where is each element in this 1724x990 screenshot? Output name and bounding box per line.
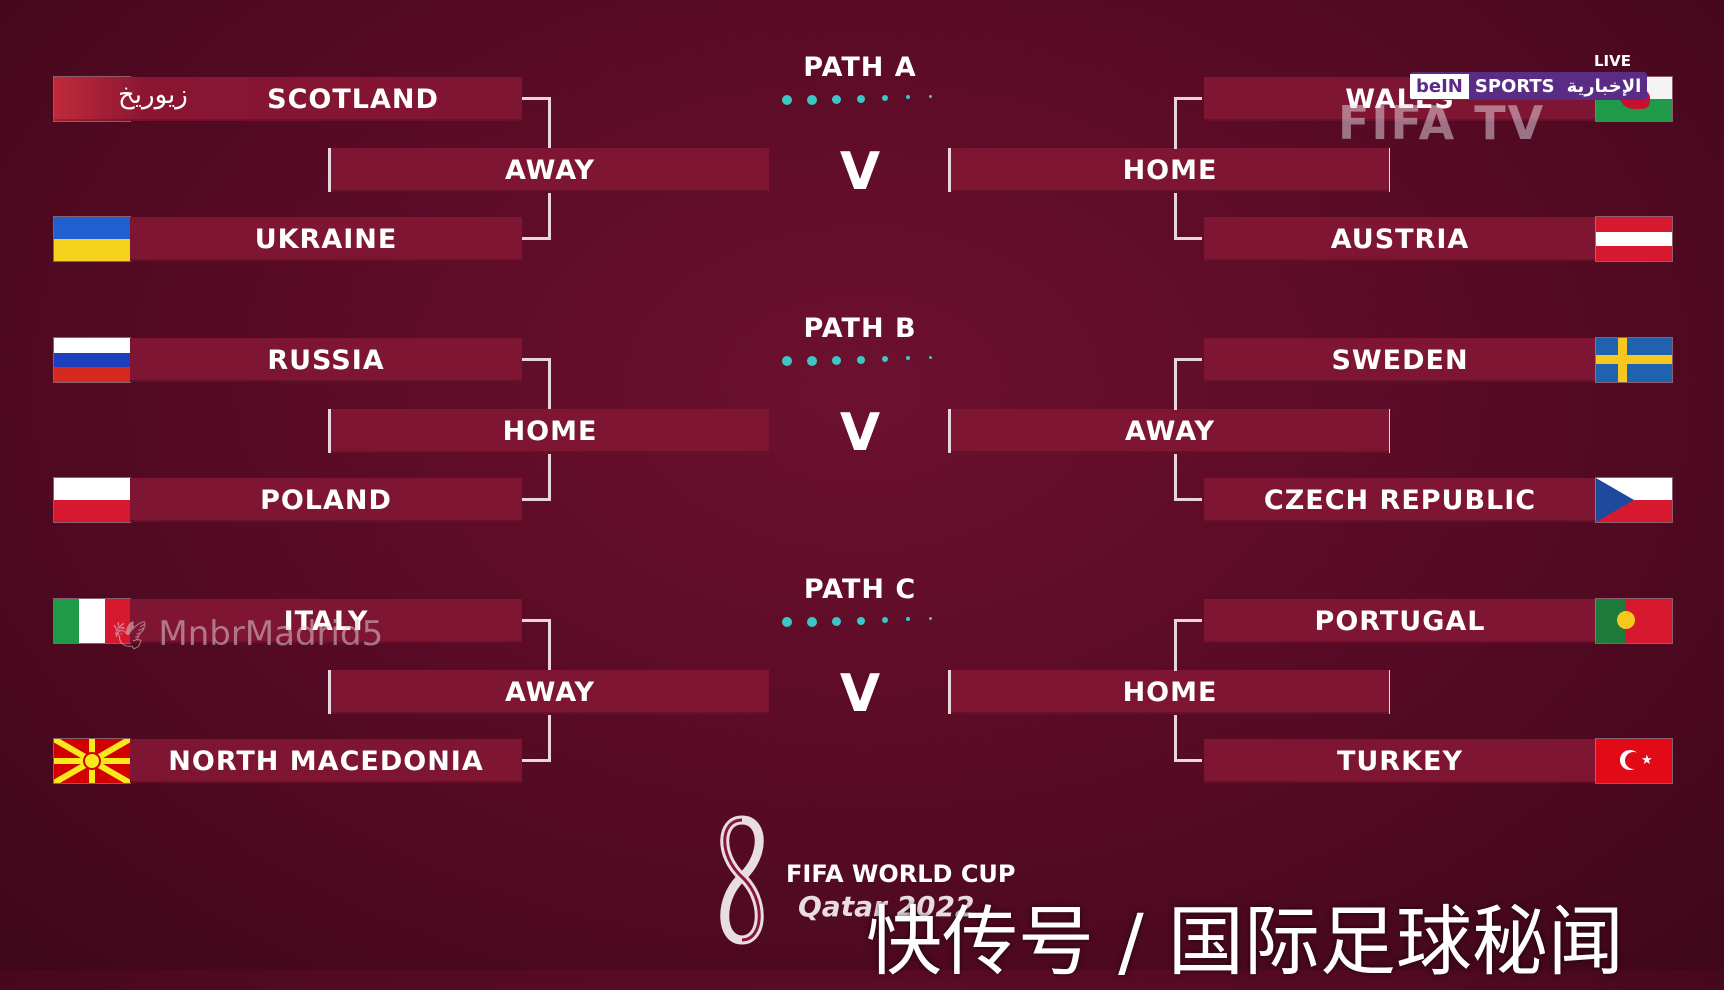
flag-poland bbox=[54, 478, 130, 522]
team-name-poland: POLAND bbox=[260, 484, 392, 516]
zurich-ar-label: زيوريخ bbox=[118, 80, 188, 110]
flag-italy bbox=[54, 599, 130, 643]
flag-czech-republic bbox=[1596, 478, 1672, 522]
team-bar-czech-republic: CZECH REPUBLIC bbox=[1204, 478, 1596, 522]
watermark: 🕊 MnbrMadrid5 bbox=[112, 614, 383, 654]
team-bar-scotland: SCOTLAND bbox=[54, 77, 522, 121]
team-bar-ukraine: UKRAINE bbox=[130, 217, 522, 261]
team-name-czech-republic: CZECH REPUBLIC bbox=[1263, 484, 1537, 516]
world-cup-emblem bbox=[712, 815, 772, 945]
flag-russia bbox=[54, 338, 130, 382]
playoff-bracket: PATH A V SCOTLAND زيوريخ UKRAINE AWAY HO… bbox=[54, 52, 1672, 986]
team-name-portugal: PORTUGAL bbox=[1314, 605, 1486, 637]
team-bar-sweden: SWEDEN bbox=[1204, 338, 1596, 382]
bein-logo-text: beIN bbox=[1410, 73, 1469, 99]
venue-label-path-b-left: HOME bbox=[502, 415, 598, 447]
venue-bar-path-c-left: AWAY bbox=[331, 670, 769, 714]
team-bar-russia: RUSSIA bbox=[130, 338, 522, 382]
venue-bar-path-c-right: HOME bbox=[951, 670, 1389, 714]
team-bar-austria: AUSTRIA bbox=[1204, 217, 1596, 261]
team-name-ukraine: UKRAINE bbox=[254, 223, 398, 255]
team-name-russia: RUSSIA bbox=[267, 344, 385, 376]
venue-label-path-b-right: AWAY bbox=[1124, 415, 1216, 447]
venue-bar-path-a-left: AWAY bbox=[331, 148, 769, 192]
flag-austria bbox=[1596, 217, 1672, 261]
path-b-dots bbox=[782, 356, 932, 366]
team-name-sweden: SWEDEN bbox=[1331, 344, 1469, 376]
venue-bar-path-a-right: HOME bbox=[951, 148, 1389, 192]
watermark-text: MnbrMadrid5 bbox=[158, 614, 384, 654]
fifa-tv-logo: FIFA TV bbox=[1338, 96, 1546, 150]
flag-ukraine bbox=[54, 217, 130, 261]
team-name-austria: AUSTRIA bbox=[1330, 223, 1470, 255]
team-bar-italy: ITALY bbox=[130, 599, 522, 643]
bird-icon: 🕊 bbox=[112, 619, 148, 652]
venue-label-path-a-right: HOME bbox=[1122, 154, 1218, 186]
team-bar-turkey: TURKEY bbox=[1204, 739, 1596, 783]
path-c-versus: V bbox=[839, 664, 881, 724]
team-bar-portugal: PORTUGAL bbox=[1204, 599, 1596, 643]
path-c-title: PATH C bbox=[803, 574, 917, 605]
team-bar-north-macedonia: NORTH MACEDONIA bbox=[130, 739, 522, 783]
venue-label-path-c-left: AWAY bbox=[504, 676, 596, 708]
venue-label-path-c-right: HOME bbox=[1122, 676, 1218, 708]
venue-bar-path-b-left: HOME bbox=[331, 409, 769, 453]
flag-portugal bbox=[1596, 599, 1672, 643]
flag-sweden bbox=[1596, 338, 1672, 382]
venue-label-path-a-left: AWAY bbox=[504, 154, 596, 186]
path-a-dots bbox=[782, 95, 932, 105]
bein-arabic-text: الإخبارية bbox=[1566, 75, 1642, 97]
flag-turkey: ★ bbox=[1596, 739, 1672, 783]
world-cup-title: FIFA WORLD CUP bbox=[786, 860, 1016, 888]
team-name-scotland: SCOTLAND bbox=[267, 83, 439, 115]
team-name-turkey: TURKEY bbox=[1336, 745, 1464, 777]
path-a-versus: V bbox=[839, 142, 881, 202]
team-name-north-macedonia: NORTH MACEDONIA bbox=[168, 745, 484, 777]
bein-sports-text: SPORTS bbox=[1474, 75, 1555, 97]
team-bar-poland: POLAND bbox=[130, 478, 522, 522]
venue-bar-path-b-right: AWAY bbox=[951, 409, 1389, 453]
path-b-versus: V bbox=[839, 403, 881, 463]
flag-north-macedonia bbox=[54, 739, 130, 783]
path-a-title: PATH A bbox=[803, 52, 917, 83]
path-c-dots bbox=[782, 617, 932, 627]
bein-sports-logo: beIN SPORTS الإخبارية bbox=[1410, 72, 1648, 100]
live-indicator: LIVE bbox=[1594, 52, 1631, 70]
source-caption: 快传号 / 国际足球秘闻 bbox=[866, 897, 1624, 986]
team-name-italy: ITALY bbox=[283, 605, 369, 637]
path-b-title: PATH B bbox=[803, 313, 917, 344]
world-cup-subtitle: Qatar 2022 bbox=[798, 890, 975, 923]
